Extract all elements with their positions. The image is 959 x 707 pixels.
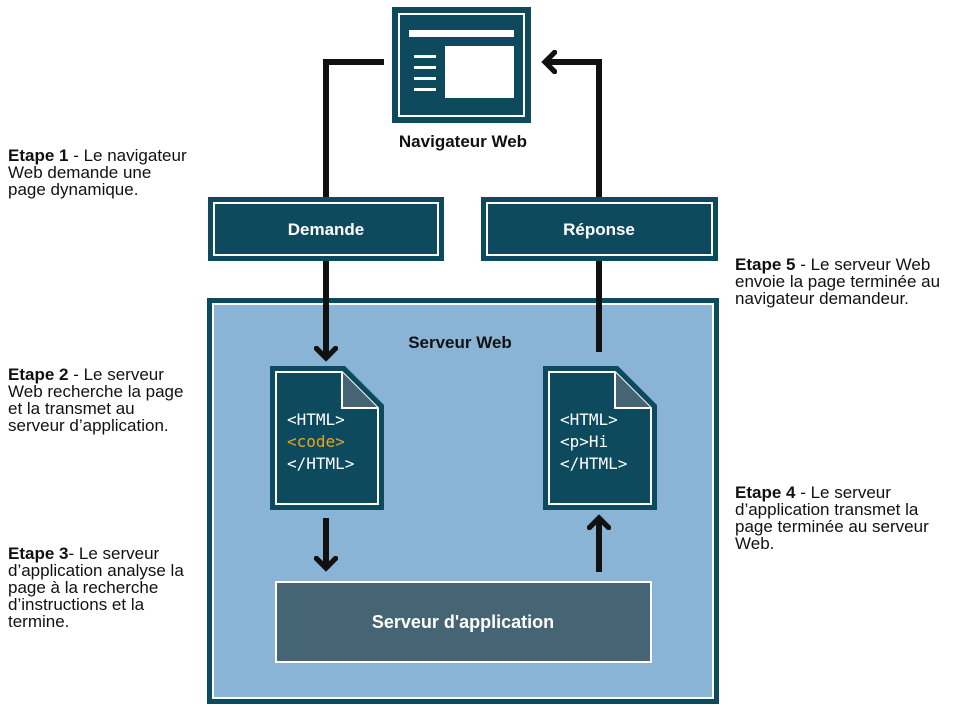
response-to-browser-arrow xyxy=(545,62,602,197)
step-2-title: Etape 2 xyxy=(8,365,69,384)
code-line-1: <HTML> xyxy=(560,410,618,429)
step-3-text: - Le serveur d’application analyse la pa… xyxy=(8,544,184,631)
browser-icon xyxy=(392,7,531,123)
step-3-annotation: Etape 3- Le serveur d’application analys… xyxy=(8,545,188,630)
step-3-title: Etape 3 xyxy=(8,544,69,563)
step-5-text: - Le serveur Web envoie la page terminée… xyxy=(735,255,941,308)
document-icon-right xyxy=(543,366,657,510)
web-server-label: Serveur Web xyxy=(408,333,512,352)
document-icon-left xyxy=(270,366,384,510)
step-2-annotation: Etape 2 - Le serveur Web recherche la pa… xyxy=(8,366,188,434)
code-line-3: </HTML> xyxy=(560,454,627,473)
step-5-title: Etape 5 xyxy=(735,255,796,274)
response-box xyxy=(481,197,718,261)
app-server-box xyxy=(275,581,652,663)
step-2-text: - Le serveur Web recherche la page et la… xyxy=(8,365,184,435)
request-label: Demande xyxy=(288,220,365,239)
app-server-label: Serveur d'application xyxy=(372,612,554,632)
request-box xyxy=(208,197,444,261)
code-line-3: </HTML> xyxy=(287,454,354,473)
step-5-annotation: Etape 5 - Le serveur Web envoie la page … xyxy=(735,256,957,307)
step-4-text: - Le serveur d’application transmet la p… xyxy=(735,483,929,553)
code-line-1: <HTML> xyxy=(287,410,345,429)
step-4-annotation: Etape 4 - Le serveur d’application trans… xyxy=(735,484,957,552)
browser-label: Navigateur Web xyxy=(399,132,527,151)
response-label: Réponse xyxy=(563,220,635,239)
step-1-annotation: Etape 1 - Le navigateur Web demande une … xyxy=(8,147,188,198)
browser-to-request-connector xyxy=(323,59,384,197)
code-line-2: <p>Hi xyxy=(560,432,608,451)
step-1-text: - Le navigateur Web demande une page dyn… xyxy=(8,146,187,199)
step-1-title: Etape 1 xyxy=(8,146,69,165)
code-line-2: <code> xyxy=(287,432,345,451)
step-4-title: Etape 4 xyxy=(735,483,796,502)
